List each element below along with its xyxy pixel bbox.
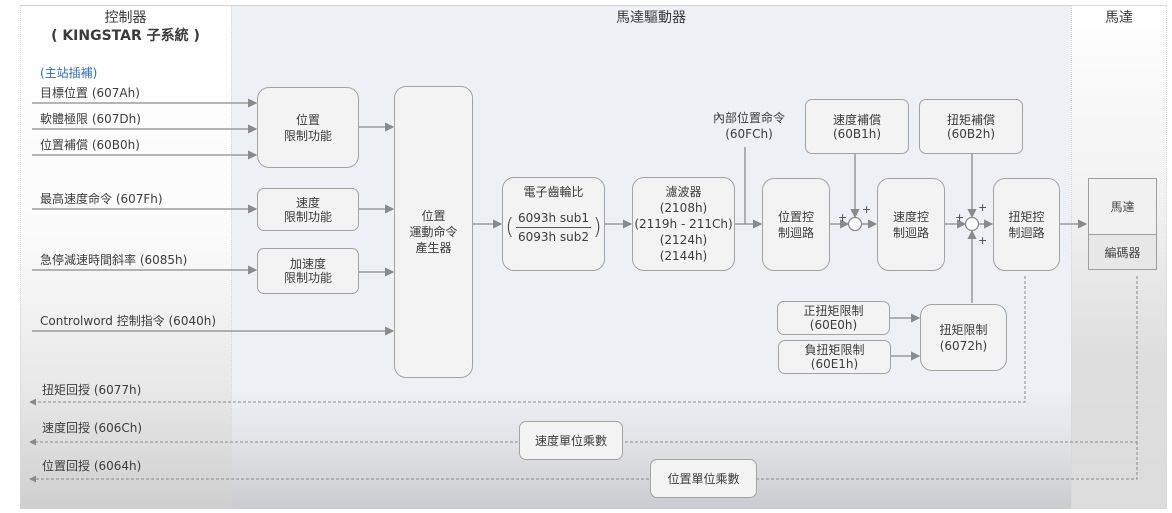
controller-zone <box>20 5 231 509</box>
velocity-loop-line2: 制迴路 <box>892 225 929 240</box>
torque-offset-block: 扭矩補償 (60B2h) <box>919 99 1023 154</box>
sum1-plus-left: + <box>838 211 848 224</box>
software-limit-label: 軟體極限 (607Dh) <box>40 112 141 126</box>
encoder-label: 編碼器 <box>1104 245 1141 260</box>
velocity-loop-line1: 速度控 <box>892 209 929 224</box>
pos-torque-limit-line1: 正扭矩限制 <box>803 304 864 318</box>
electronic-gear-ratio-block: 電子齒輪比 ( 6093h sub1 6093h sub2 ) <box>502 177 605 271</box>
filter-param-2: (2119h - 211Ch) <box>634 217 733 231</box>
quick-stop-decel-label: 急停減速時間斜率 (6085h) <box>40 253 188 267</box>
position-limit-line2: 限制功能 <box>283 128 332 143</box>
open-paren: ( <box>505 214 514 240</box>
motion-generator-line2: 運動命令 <box>409 225 458 239</box>
max-velocity-label: 最高速度命令 (607Fh) <box>40 192 163 206</box>
gear-ratio-denominator: 6093h sub2 <box>517 230 590 244</box>
close-paren: ) <box>593 214 602 240</box>
motor-label: 馬達 <box>1110 200 1135 214</box>
velocity-offset-line2: (60B1h) <box>832 126 882 141</box>
motion-generator-line1: 位置 <box>421 209 446 223</box>
torque-limit-line2: (6072h) <box>939 338 988 353</box>
internal-position-command-label: 內部位置命令 (60FCh) <box>694 110 804 142</box>
torque-feedback-label: 扭矩回授 (6077h) <box>42 383 142 397</box>
torque-offset-line1: 扭矩補償 <box>946 112 995 127</box>
velocity-limit-block: 速度 限制功能 <box>257 188 359 231</box>
controlword-label: Controlword 控制指令 (6040h) <box>40 314 217 328</box>
summing-junction-2 <box>964 216 980 232</box>
drive-zone-title: 馬達驅動器 <box>616 10 686 26</box>
velocity-control-loop-block: 速度控 制迴路 <box>877 178 945 271</box>
velocity-unit-factor-label: 速度單位乘數 <box>534 433 607 448</box>
negative-torque-limit-block: 負扭矩限制 (60E1h) <box>778 340 891 374</box>
position-loop-line1: 位置控 <box>777 209 814 224</box>
velocity-feedback-label: 速度回授 (606Ch) <box>42 421 143 435</box>
position-loop-line2: 制迴路 <box>777 225 814 240</box>
neg-torque-limit-line2: (60E1h) <box>810 357 859 371</box>
torque-limit-line1: 扭矩限制 <box>939 322 988 337</box>
target-position-label: 目標位置 (607Ah) <box>40 86 140 100</box>
position-control-loop-block: 位置控 制迴路 <box>762 178 830 271</box>
sum1-plus-top: + <box>862 203 872 216</box>
motion-command-generator-block: 位置 運動命令 產生器 <box>394 86 473 378</box>
position-feedback-label: 位置回授 (6064h) <box>42 459 142 473</box>
motor-zone-title: 馬達 <box>1105 10 1133 26</box>
gear-ratio-numerator: 6093h sub1 <box>515 210 592 228</box>
filter-param-1: (2108h) <box>659 201 708 215</box>
internal-cmd-line1: 內部位置命令 <box>712 111 785 125</box>
velocity-limit-line1: 速度 <box>295 195 320 210</box>
controller-title-line2: ( KINGSTAR 子系統 ) <box>51 28 200 44</box>
filter-param-4: (2144h) <box>659 249 708 263</box>
velocity-unit-factor-block: 速度單位乘數 <box>519 421 623 460</box>
sum2-plus-left: + <box>955 211 965 224</box>
gear-ratio-title: 電子齒輪比 <box>523 185 584 199</box>
accel-limit-block: 加速度 限制功能 <box>257 248 359 294</box>
accel-limit-line1: 加速度 <box>289 257 326 271</box>
summing-junction-1 <box>847 216 863 232</box>
accel-limit-line2: 限制功能 <box>283 271 332 285</box>
velocity-offset-line1: 速度補償 <box>832 112 881 127</box>
sum2-plus-top: + <box>978 201 988 214</box>
position-limit-line1: 位置 <box>295 112 320 127</box>
motion-generator-line3: 產生器 <box>415 241 452 255</box>
filter-title: 濾波器 <box>665 185 702 199</box>
master-interpolation-label: (主站插補) <box>40 66 98 80</box>
sum2-plus-bottom: + <box>978 234 988 247</box>
pos-torque-limit-line2: (60E0h) <box>809 318 858 332</box>
encoder-block: 編碼器 <box>1088 234 1157 270</box>
feedback-torque-line <box>29 276 1026 406</box>
velocity-offset-block: 速度補償 (60B1h) <box>805 99 909 154</box>
internal-cmd-line2: (60FCh) <box>725 127 773 141</box>
gear-ratio-fraction: ( 6093h sub1 6093h sub2 ) <box>503 210 603 245</box>
position-limit-block: 位置 限制功能 <box>257 87 359 168</box>
controller-title-line1: 控制器 <box>104 10 147 26</box>
position-unit-factor-block: 位置單位乘數 <box>650 459 757 498</box>
motor-block: 馬達 <box>1088 178 1157 235</box>
controller-zone-title: 控制器 ( KINGSTAR 子系統 ) <box>20 9 231 45</box>
torque-control-loop-block: 扭矩控 制迴路 <box>993 178 1060 271</box>
torque-loop-line2: 制迴路 <box>1008 225 1045 240</box>
feedback-position-line <box>29 442 1138 483</box>
positive-torque-limit-block: 正扭矩限制 (60E0h) <box>777 301 890 335</box>
position-offset-label: 位置補償 (60B0h) <box>40 138 140 152</box>
position-unit-factor-label: 位置單位乘數 <box>667 471 740 486</box>
velocity-limit-line2: 限制功能 <box>283 209 332 224</box>
filter-block: 濾波器 (2108h) (2119h - 211Ch) (2124h) (214… <box>632 177 735 271</box>
torque-offset-line2: (60B2h) <box>946 126 996 141</box>
filter-param-3: (2124h) <box>659 233 708 247</box>
neg-torque-limit-line1: 負扭矩限制 <box>804 343 865 357</box>
torque-limit-block: 扭矩限制 (6072h) <box>920 304 1007 371</box>
torque-loop-line1: 扭矩控 <box>1008 209 1045 224</box>
